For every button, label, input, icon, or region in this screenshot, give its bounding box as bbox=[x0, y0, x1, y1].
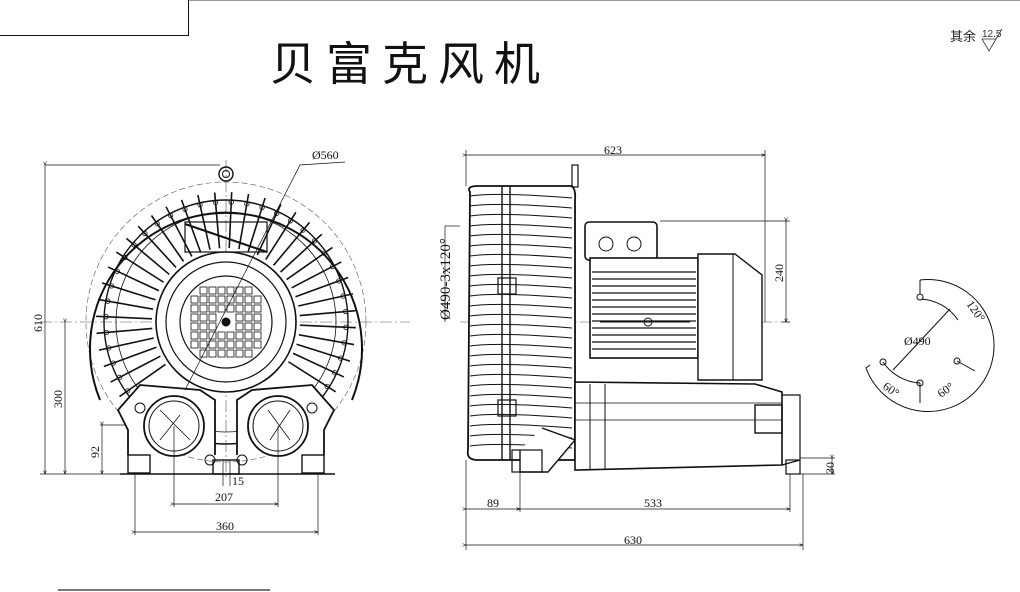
dim-height-240: 240 bbox=[772, 264, 786, 282]
title-block-box bbox=[0, 0, 189, 36]
dim-length-533: 533 bbox=[644, 496, 662, 510]
side-dimensions bbox=[444, 150, 835, 550]
fan-cover-grid bbox=[190, 286, 262, 358]
dim-width-360: 360 bbox=[216, 519, 234, 533]
dim-flange-490: Ø490-3x120° bbox=[438, 238, 454, 320]
motor-fins bbox=[592, 271, 696, 350]
cooling-fins bbox=[96, 192, 356, 398]
flange-angle-60-left: 60° bbox=[880, 379, 902, 400]
dim-height-610: 610 bbox=[31, 314, 45, 332]
dim-width-15: 15 bbox=[232, 474, 244, 488]
dim-diameter-560: Ø560 bbox=[312, 148, 339, 162]
flange-diameter-label: Ø490 bbox=[904, 334, 931, 348]
dim-length-623: 623 bbox=[604, 143, 622, 157]
drawing-title: 贝富克风机 bbox=[270, 37, 550, 91]
dim-length-630: 630 bbox=[624, 533, 642, 547]
side-view bbox=[460, 164, 801, 475]
dim-height-300: 300 bbox=[51, 390, 65, 408]
bottom-border-line bbox=[58, 589, 270, 591]
flange-detail bbox=[865, 279, 995, 413]
top-border-line bbox=[0, 0, 1020, 1]
front-view bbox=[40, 160, 410, 480]
dim-length-89: 89 bbox=[487, 496, 499, 510]
surface-roughness-note: 其余 12.5 bbox=[950, 26, 1006, 53]
dim-height-30: 30 bbox=[823, 462, 837, 474]
lifting-eye bbox=[218, 166, 234, 182]
dim-height-92: 92 bbox=[88, 446, 102, 458]
front-dimensions bbox=[40, 165, 318, 535]
roughness-label: 其余 bbox=[950, 30, 977, 45]
flange-angle-60-right: 60° bbox=[935, 379, 957, 400]
flange-angle-120: 120° bbox=[964, 298, 989, 325]
roughness-value: 12.5 bbox=[982, 29, 1002, 40]
roughness-symbol-icon: 12.5 bbox=[981, 28, 1003, 52]
dim-width-207: 207 bbox=[215, 490, 233, 504]
